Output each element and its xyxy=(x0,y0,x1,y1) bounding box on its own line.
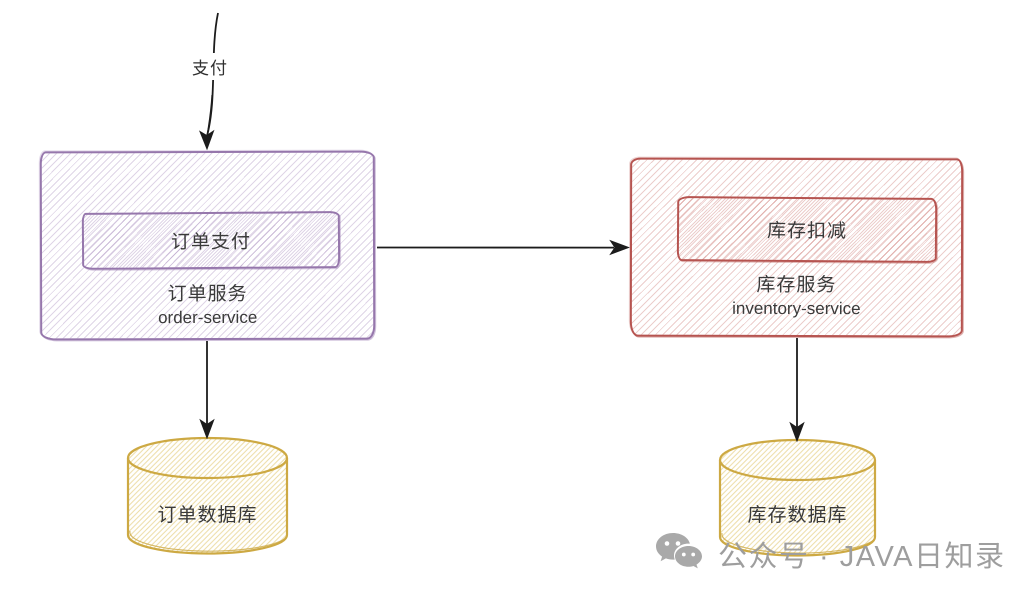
watermark: 公众号 · JAVA日知录 xyxy=(652,530,1006,578)
order-database-cylinder xyxy=(126,436,289,555)
inventory-deduct-label: 库存扣减 xyxy=(766,220,848,243)
inventory-service-name-en: inventory-service xyxy=(732,298,861,318)
inventory-database-label: 库存数据库 xyxy=(747,505,848,526)
order-database-label: 订单数据库 xyxy=(157,505,258,526)
payment-arrow xyxy=(198,12,219,151)
wechat-icon xyxy=(656,533,702,569)
order-to-inventory-arrow xyxy=(376,239,630,256)
inventory-service-box: 库存扣减 库存服务 inventory-service xyxy=(629,157,964,338)
inventory-to-db-arrow xyxy=(789,338,805,443)
order-service-name-zh: 订单服务 xyxy=(167,283,248,306)
order-service-name-en: order-service xyxy=(158,307,258,327)
watermark-text: 公众号 · JAVA日知录 xyxy=(718,541,1006,573)
order-service-box: 订单支付 订单服务 order-service xyxy=(39,150,376,341)
inventory-service-labels: 库存服务 inventory-service xyxy=(632,274,961,320)
order-payment-node: 订单支付 xyxy=(81,211,341,270)
order-payment-label: 订单支付 xyxy=(170,231,252,254)
order-service-labels: 订单服务 order-service xyxy=(42,283,373,329)
order-to-db-arrow xyxy=(199,341,215,440)
payment-flow-label: 支付 xyxy=(189,53,231,80)
inventory-service-name-zh: 库存服务 xyxy=(756,274,837,297)
inventory-deduct-node: 库存扣减 xyxy=(676,196,938,263)
